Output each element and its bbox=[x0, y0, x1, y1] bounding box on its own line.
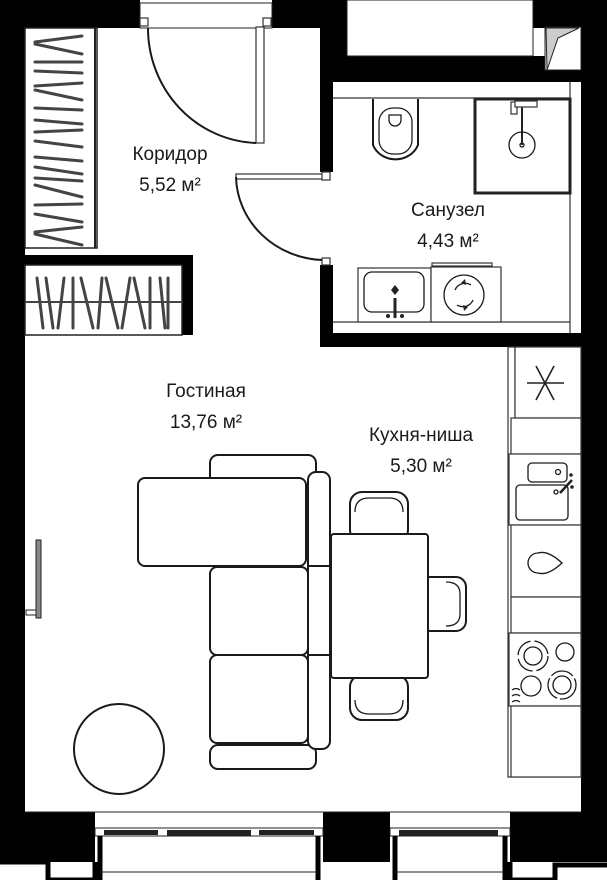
room-label-kitchen: Кухня-ниша 5,30 м² bbox=[369, 420, 473, 482]
room-label-bathroom: Санузел 4,43 м² bbox=[411, 195, 485, 257]
sink-icon bbox=[357, 267, 432, 323]
walls bbox=[0, 0, 607, 862]
kitchen-cabinet-2 bbox=[510, 596, 582, 634]
wardrobe-hangers-icon-2 bbox=[24, 264, 183, 336]
room-name: Санузел bbox=[410, 200, 486, 221]
room-area: 13,76 м² bbox=[169, 412, 243, 433]
room-area: 4,43 м² bbox=[417, 231, 479, 252]
shower-icon bbox=[473, 97, 572, 195]
kitchen-sink-icon bbox=[508, 453, 582, 526]
fridge-snowflake-icon bbox=[514, 346, 582, 419]
cooktop-burners-icon bbox=[508, 632, 582, 707]
toilet-icon bbox=[372, 99, 419, 161]
tv-icon bbox=[25, 539, 42, 619]
oven-drop-icon bbox=[510, 524, 582, 598]
ventilation-shaft-icon bbox=[544, 26, 582, 71]
room-name: Кухня-ниша bbox=[368, 425, 474, 446]
window-left[interactable] bbox=[94, 812, 324, 880]
round-coffee-table-icon bbox=[73, 703, 165, 795]
room-area: 5,30 м² bbox=[390, 456, 452, 477]
entrance-door[interactable] bbox=[139, 17, 272, 144]
corner-sofa-icon bbox=[137, 454, 331, 770]
entrance-opening bbox=[139, 2, 273, 29]
room-label-living: Гостиная 13,76 м² bbox=[166, 376, 246, 438]
window-right[interactable] bbox=[389, 812, 511, 880]
room-name: Коридор bbox=[132, 144, 208, 165]
kitchen-cabinet-3 bbox=[510, 705, 582, 778]
chair-icon-2 bbox=[349, 674, 409, 721]
room-name: Гостиная bbox=[166, 381, 246, 402]
dining-table-icon bbox=[330, 533, 429, 679]
bathroom-door[interactable] bbox=[235, 171, 331, 266]
chair-icon-3 bbox=[419, 576, 467, 632]
washing-machine-icon bbox=[430, 262, 502, 323]
kitchen-cabinet-1 bbox=[510, 417, 582, 455]
room-area: 5,52 м² bbox=[139, 175, 201, 196]
room-label-corridor: Коридор 5,52 м² bbox=[132, 139, 207, 201]
niche bbox=[346, 0, 534, 57]
wardrobe-hangers-icon bbox=[24, 27, 98, 249]
